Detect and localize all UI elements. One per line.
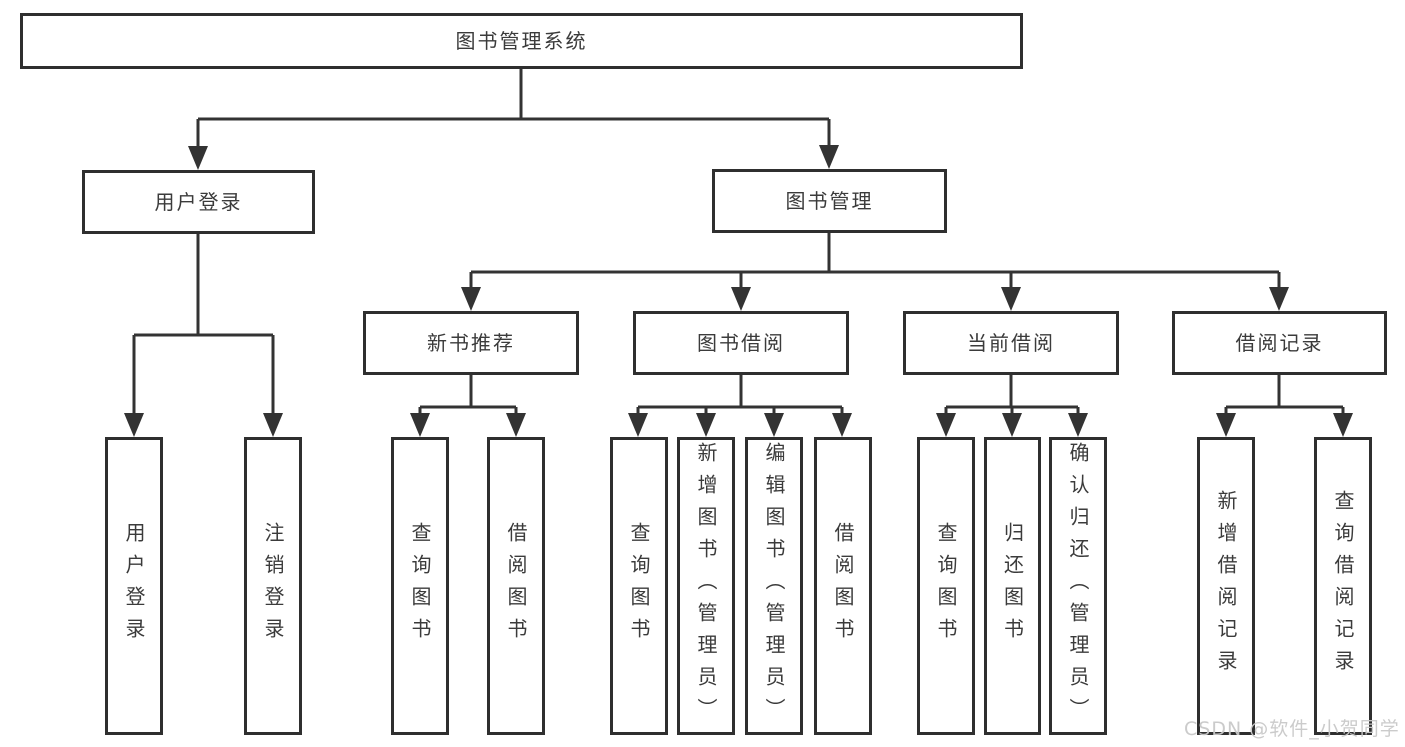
node-label: 归还图书 <box>1000 522 1025 650</box>
node-label: 确认归还（管理员） <box>1066 442 1090 730</box>
node-leaf-add-borrow-record: 新增借阅记录 <box>1197 437 1255 735</box>
arrowhead <box>936 413 956 437</box>
connector-newbook-to-leaves <box>418 375 518 418</box>
node-label: 查询借阅记录 <box>1331 490 1355 682</box>
node-label: 用户登录 <box>122 522 146 650</box>
node-leaf-borrow-books-2: 借阅图书 <box>814 437 872 735</box>
node-label: 借阅图书 <box>504 522 528 650</box>
node-leaf-edit-books-admin: 编辑图书（管理员） <box>745 437 803 735</box>
node-leaf-query-books-2: 查询图书 <box>610 437 668 735</box>
node-label: 图书管理 <box>785 189 874 213</box>
arrowhead <box>410 413 430 437</box>
node-book-management: 图书管理 <box>712 169 947 233</box>
arrowhead <box>628 413 648 437</box>
arrowhead <box>1333 413 1353 437</box>
node-label: 编辑图书（管理员） <box>762 442 786 730</box>
connector-current-to-leaves <box>944 375 1080 418</box>
arrowhead <box>832 413 852 437</box>
node-label: 查询图书 <box>627 522 651 650</box>
arrowhead <box>1002 413 1022 437</box>
arrowhead <box>764 413 784 437</box>
node-book-borrowing: 图书借阅 <box>633 311 849 375</box>
arrowhead <box>1001 287 1021 311</box>
arrowhead <box>731 287 751 311</box>
arrowhead <box>819 145 839 169</box>
arrowhead <box>696 413 716 437</box>
node-system-root: 图书管理系统 <box>20 13 1023 69</box>
arrowhead <box>1269 287 1289 311</box>
node-label: 用户登录 <box>154 190 243 214</box>
node-leaf-add-books-admin: 新增图书（管理员） <box>677 437 735 735</box>
arrowhead <box>124 413 144 437</box>
connector-userlogin-to-leaves <box>132 234 275 417</box>
node-label: 当前借阅 <box>967 331 1055 355</box>
node-leaf-user-login: 用户登录 <box>105 437 163 735</box>
arrowhead <box>188 146 208 170</box>
node-leaf-query-books-3: 查询图书 <box>917 437 975 735</box>
node-leaf-query-books-1: 查询图书 <box>391 437 449 735</box>
connector-root-to-level2 <box>196 69 831 150</box>
node-new-book-recommend: 新书推荐 <box>363 311 579 375</box>
node-leaf-logout: 注销登录 <box>244 437 302 735</box>
node-label: 图书管理系统 <box>455 29 588 53</box>
node-label: 新增图书（管理员） <box>694 442 718 730</box>
node-label: 借阅图书 <box>831 522 855 650</box>
node-label: 查询图书 <box>408 522 432 650</box>
node-label: 查询图书 <box>934 522 958 650</box>
node-label: 借阅记录 <box>1235 331 1324 355</box>
arrowhead <box>461 287 481 311</box>
node-leaf-query-borrow-record: 查询借阅记录 <box>1314 437 1372 735</box>
arrowhead <box>1216 413 1236 437</box>
arrowhead <box>263 413 283 437</box>
node-borrowing-records: 借阅记录 <box>1172 311 1387 375</box>
node-user-login: 用户登录 <box>82 170 315 234</box>
connector-records-to-leaves <box>1224 375 1345 418</box>
node-leaf-borrow-books-1: 借阅图书 <box>487 437 545 735</box>
node-leaf-return-books: 归还图书 <box>984 437 1041 735</box>
connector-borrow-to-leaves <box>636 375 844 418</box>
connector-bookmgmt-to-level3 <box>469 233 1281 292</box>
csdn-watermark: CSDN @软件_小贺同学 <box>1184 718 1400 740</box>
node-leaf-confirm-return-admin: 确认归还（管理员） <box>1049 437 1107 735</box>
arrowhead <box>506 413 526 437</box>
node-current-borrowing: 当前借阅 <box>903 311 1119 375</box>
node-label: 注销登录 <box>261 522 285 650</box>
arrowhead <box>1068 413 1088 437</box>
node-label: 图书借阅 <box>697 331 785 355</box>
node-label: 新增借阅记录 <box>1214 490 1238 682</box>
node-label: 新书推荐 <box>427 331 515 355</box>
